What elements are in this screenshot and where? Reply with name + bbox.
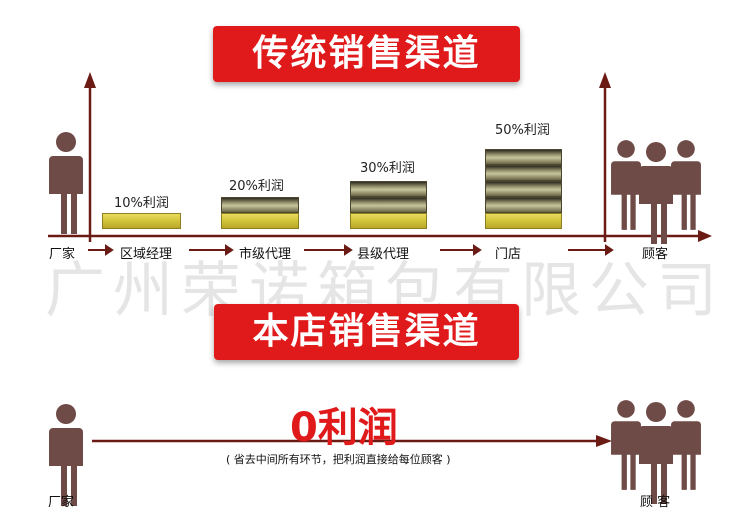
baseline-arrowhead: [698, 230, 712, 242]
direct-channel-banner: 本店销售渠道: [214, 304, 519, 360]
node-label-customer: 顾客: [642, 247, 669, 262]
customers-group-bottom-icon: [611, 400, 701, 504]
left-axis-arrowhead: [84, 72, 96, 88]
bar-layer: [350, 181, 427, 197]
bottom-label-customer: 顾 客: [640, 495, 671, 510]
traditional-channel-banner: 传统销售渠道: [213, 26, 520, 82]
bar-layer: [221, 197, 299, 213]
profit-label-store: 50%利润: [495, 123, 550, 138]
right-axis-arrowhead: [599, 72, 611, 88]
zero-profit-label: 0利润: [290, 405, 398, 451]
factory-person-icon: [49, 132, 83, 234]
profit-bar-store: [485, 149, 562, 229]
profit-bar-city: [221, 197, 299, 229]
bar-layer: [485, 197, 562, 213]
profit-label-regional: 10%利润: [114, 196, 169, 211]
chain-arrows: [88, 244, 614, 256]
node-label-regional: 区域经理: [120, 247, 173, 262]
bar-layer: [350, 197, 427, 213]
bar-layer: [102, 213, 181, 229]
node-label-county: 县级代理: [357, 247, 410, 262]
profit-bar-county: [350, 181, 427, 229]
node-label-store: 门店: [495, 247, 522, 262]
bar-layer: [485, 213, 562, 229]
bar-layer: [485, 165, 562, 181]
bar-layer: [350, 213, 427, 229]
customers-group-icon: [611, 140, 701, 244]
bar-layer: [485, 149, 562, 165]
bar-layer: [485, 181, 562, 197]
profit-label-county: 30%利润: [360, 161, 415, 176]
direct-channel-note: ( 省去中间所有环节，把利润直接给每位顾客 ): [226, 453, 451, 466]
node-label-city: 市级代理: [239, 247, 292, 262]
node-label-factory: 厂家: [49, 247, 76, 262]
direct-arrowhead: [596, 435, 612, 447]
bottom-label-factory: 厂家: [48, 495, 75, 510]
profit-bar-regional: [102, 213, 181, 229]
bar-layer: [221, 213, 299, 229]
profit-label-city: 20%利润: [229, 179, 284, 194]
